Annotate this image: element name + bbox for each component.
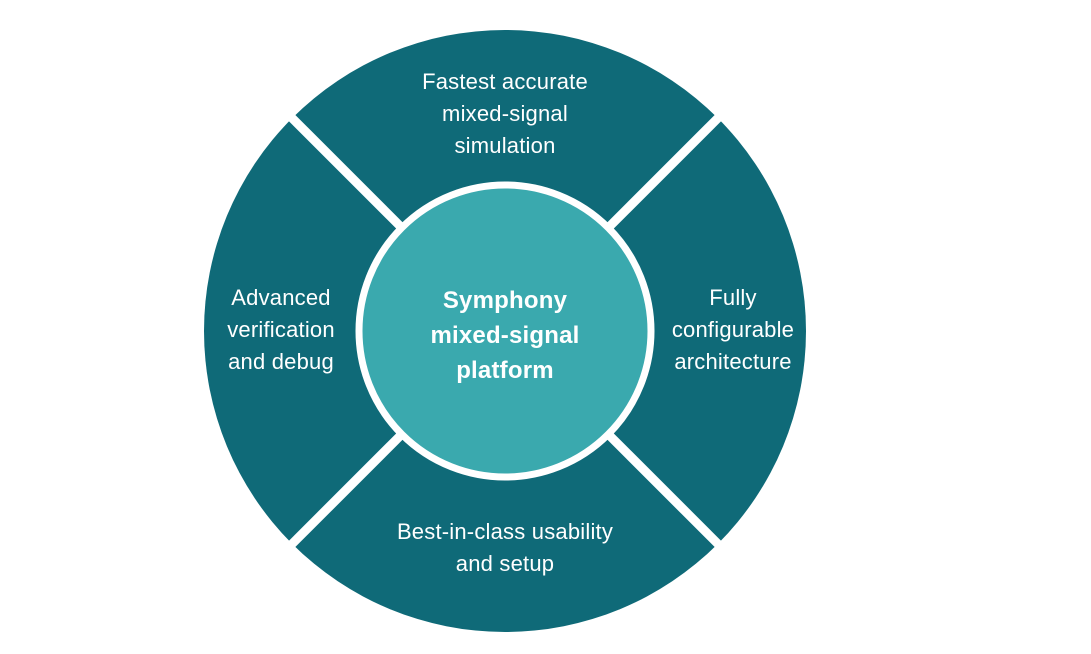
divider-line-top-left — [280, 106, 410, 236]
quadrant-label-top: Fastest accurate mixed-signal simulation — [422, 69, 588, 158]
divider-line-bottom-right — [600, 426, 730, 556]
center-hub-circle — [355, 181, 655, 481]
center-hub-label: Symphony mixed-signal platform — [430, 287, 580, 384]
quadrant-label-bottom: Best-in-class usability and setup — [396, 519, 614, 576]
divider-line-bottom-left — [280, 426, 410, 556]
quadrant-label-right: Fully configurable architecture — [671, 285, 795, 374]
quadrant-label-left: Advanced verification and debug — [227, 285, 335, 374]
divider-line-top-right — [600, 106, 730, 236]
